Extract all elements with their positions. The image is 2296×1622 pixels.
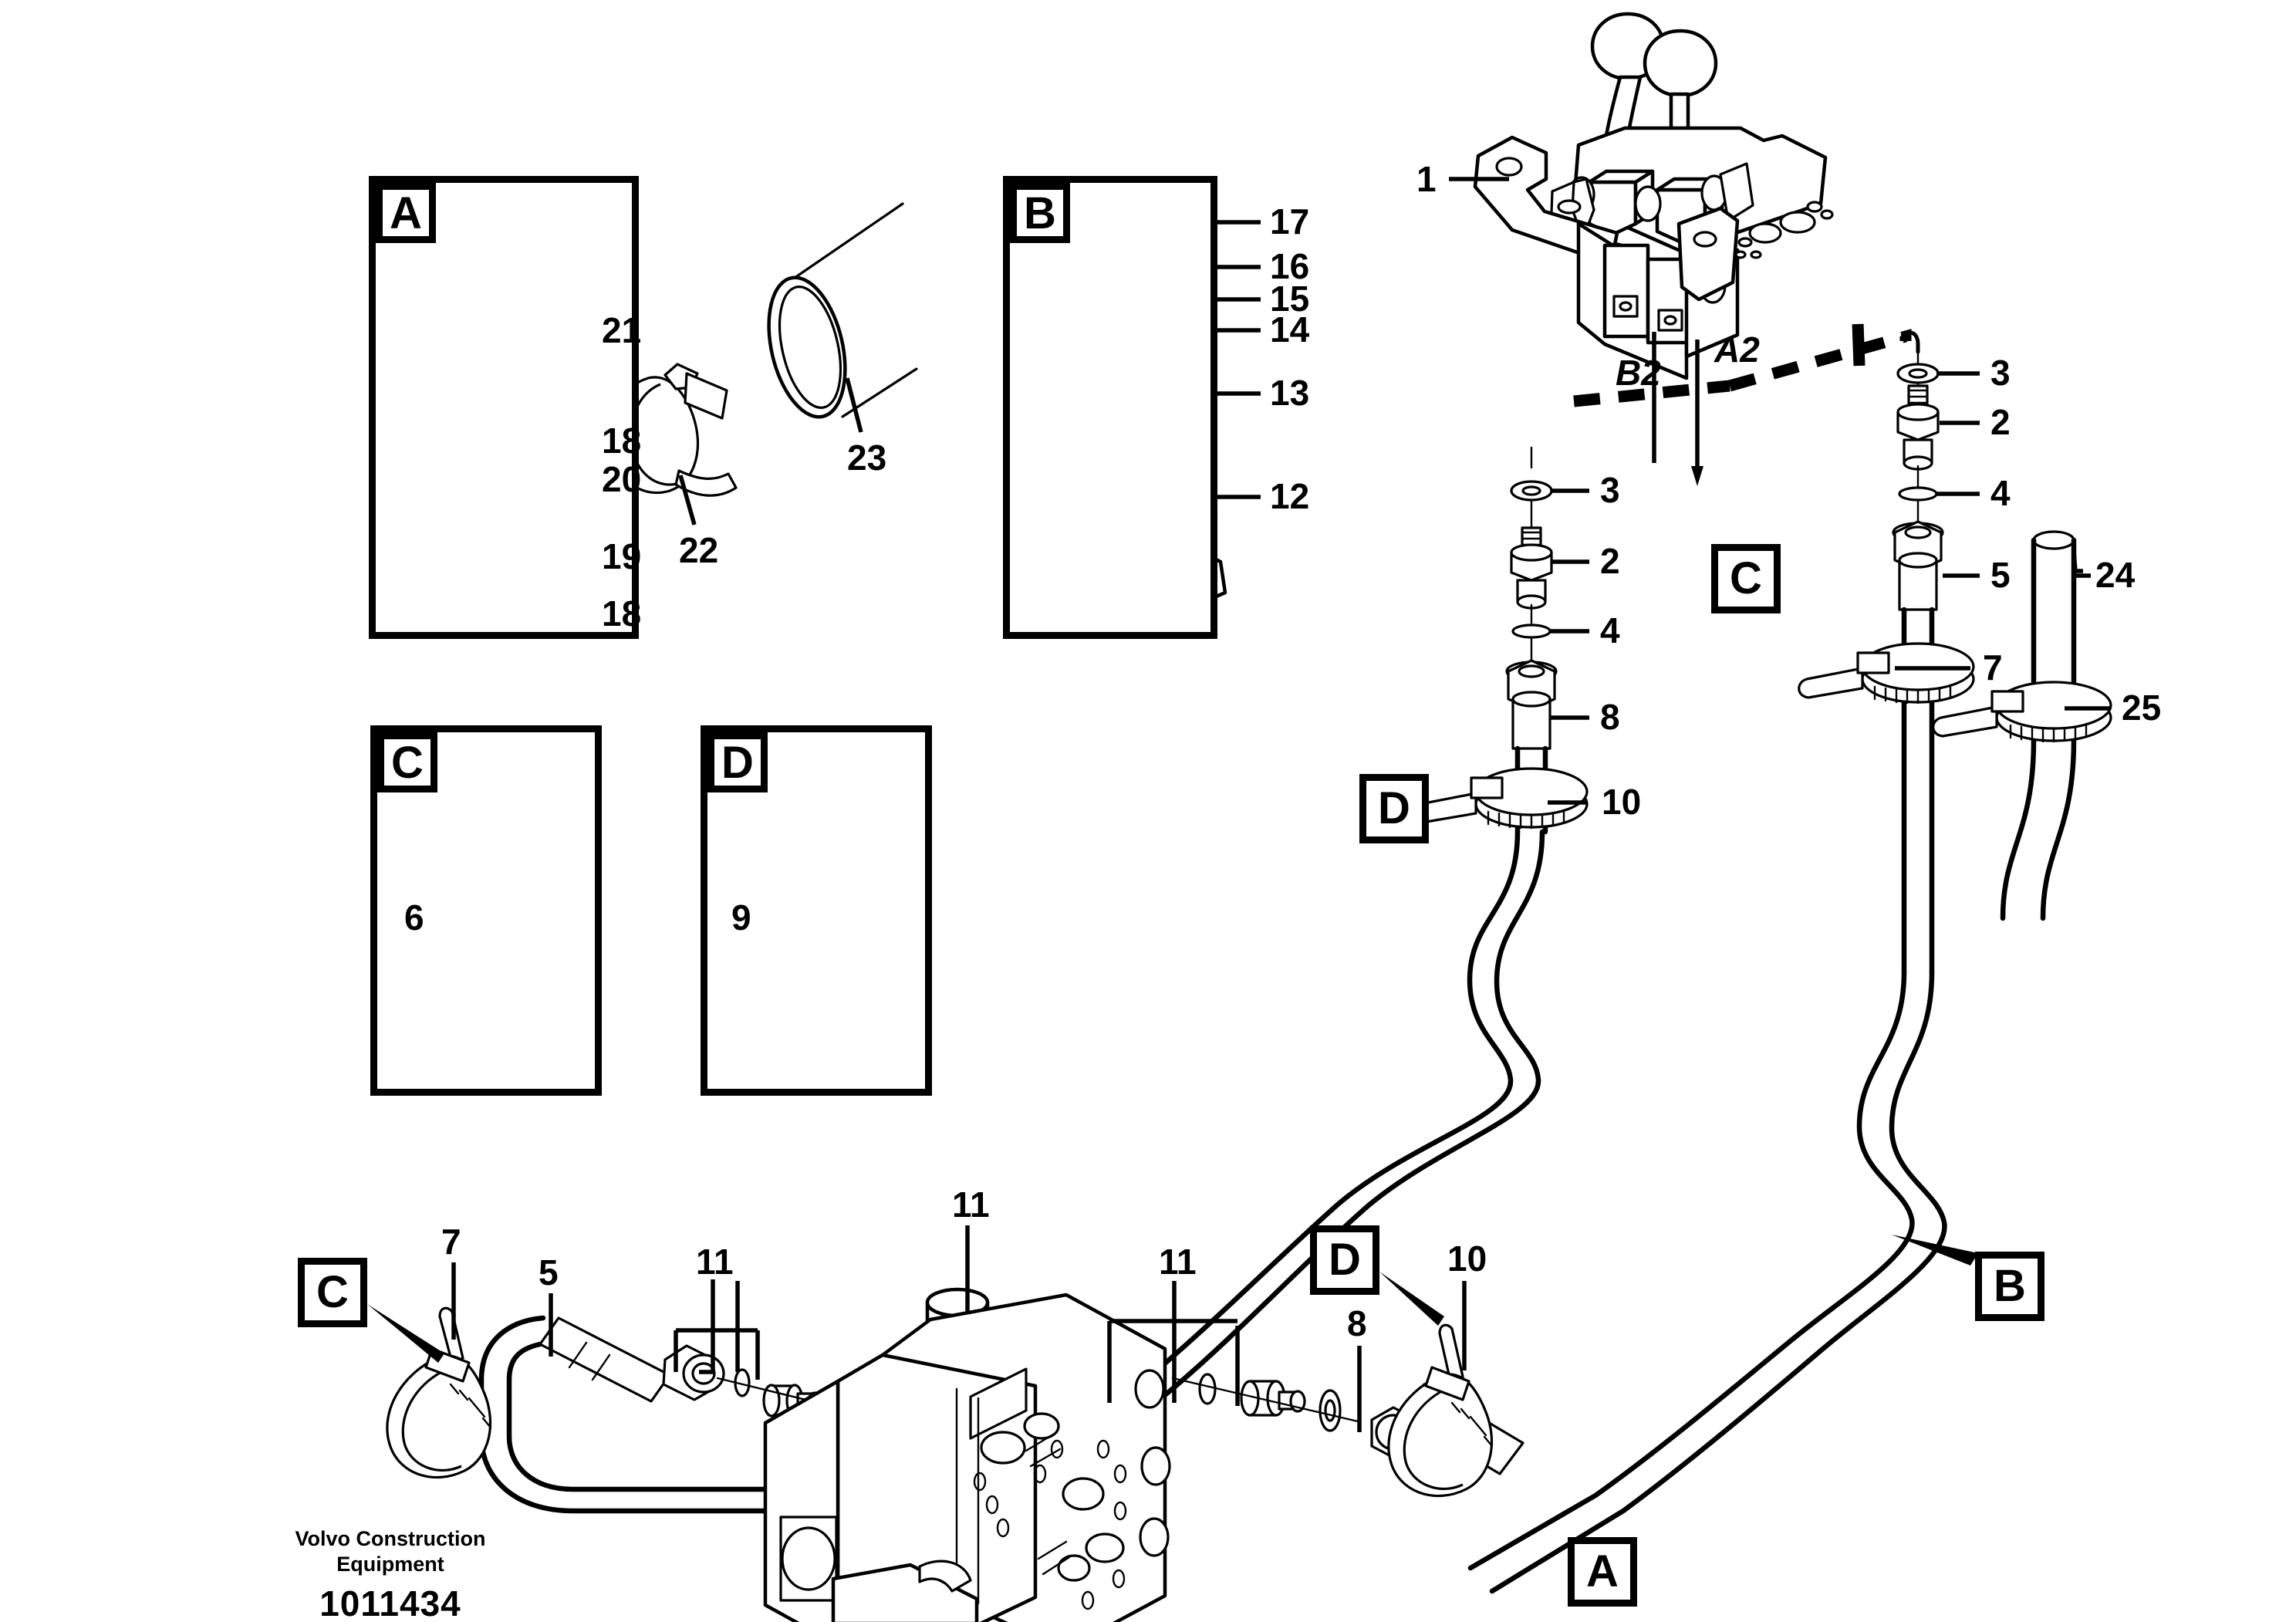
section-callout-c-bottom: C [298,1258,367,1327]
section-callout-d-bottom: D [1310,1225,1379,1295]
right-hose-stack [1798,350,1975,975]
callout-number: 16 [1270,246,1310,286]
callout-number: 1 [1416,159,1437,199]
callout-number: 11 [696,1242,734,1282]
section-callout-a: A [1568,1537,1637,1607]
callout-number: 4 [1990,473,2011,513]
callout-number: 11 [1159,1242,1197,1282]
control-lever-assembly [1473,12,1920,486]
callout-number: 15 [1270,279,1310,319]
callout-number: 10 [1447,1238,1487,1279]
port-label-b2: B2 [1616,353,1661,393]
callout-number: 3 [1600,470,1620,510]
callout-number: 7 [1983,647,2003,688]
callout-number: 6 [404,897,424,938]
callout-number: 22 [679,530,719,570]
callout-number: 25 [2122,688,2162,728]
main-valve-block [763,1287,1171,1622]
detail-box-b: B [1003,176,1217,639]
logo-block: Volvo Construction Equipment 1011434 [244,1526,537,1622]
callout-number: 13 [1270,373,1310,413]
right-fittings [1171,1272,1524,1498]
detail-box-a: A [369,176,639,639]
pipe-24-assembly [1932,530,2112,921]
callout-number: 23 [847,438,887,478]
callout-number: 18 [602,421,642,461]
callout-number: 8 [1600,697,1620,737]
callout-number: 11 [952,1184,990,1225]
callout-number: 5 [539,1252,559,1293]
callout-number: 18 [602,593,642,634]
callout-number: 4 [1600,610,1620,650]
section-callout-d-left: D [1359,774,1429,843]
detail-box-d-tag: D [707,732,768,792]
callout-number: 17 [1270,201,1310,242]
section-callout-c-right: C [1711,544,1781,613]
bottom-left-connection [367,1304,858,1479]
callout-number: 7 [441,1222,461,1262]
callout-number: 10 [1602,782,1642,822]
callout-number: 24 [2095,555,2136,595]
detail-box-c-tag: C [377,732,437,792]
detail-box-c: C [370,725,602,1096]
detail-box-b-tag: B [1010,183,1070,243]
callout-number: 3 [1990,353,2011,393]
callout-number: 9 [731,897,751,938]
section-callout-b: B [1975,1252,2044,1321]
detail-box-d: D [701,725,932,1096]
callout-number: 12 [1270,476,1310,516]
hose-route-right [1467,969,1978,1594]
callout-number: 20 [602,459,642,499]
callout-number: 5 [1990,555,2011,595]
callout-number: 2 [1600,541,1620,581]
drawing-number: 1011434 [319,1583,461,1622]
callout-number: 2 [1990,402,2011,442]
port-label-a2: A2 [1714,329,1760,370]
callout-number: 21 [602,310,642,350]
detail-box-a-tag: A [376,183,436,243]
left-hose-stack [1411,446,1589,835]
callout-number: 19 [602,536,642,576]
callout-number: 8 [1347,1303,1367,1343]
logo-line-2: Equipment [336,1552,444,1576]
callout-number: 14 [1270,309,1310,350]
callout-leaders [437,177,2111,1432]
logo-line-1: Volvo Construction [295,1527,486,1550]
